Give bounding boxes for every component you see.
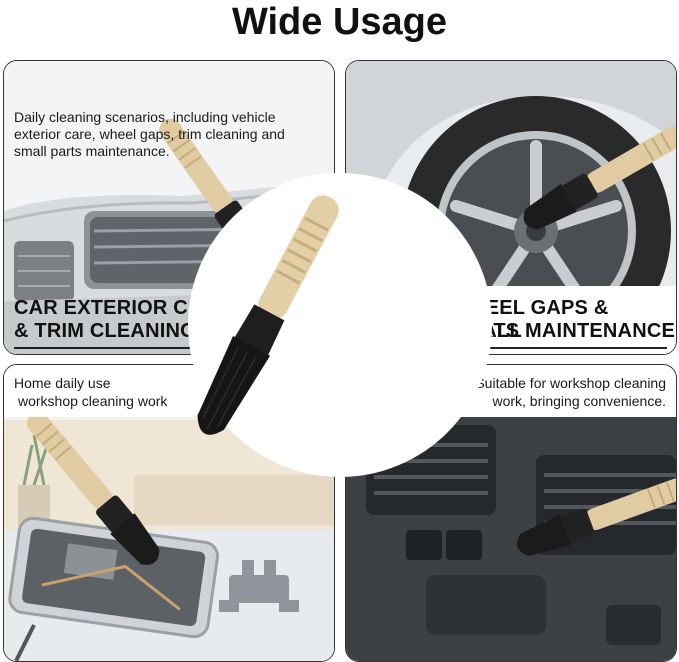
divider — [14, 347, 229, 349]
detailing-brush-icon — [197, 195, 339, 435]
panel-heading-line2: & TRIM CLEANING — [14, 320, 196, 342]
panel-description-line2: workshop cleaning work — [18, 393, 168, 409]
panel-description: Daily cleaning scenarios, including vehi… — [14, 109, 285, 159]
panel-heading-line1: CAR EXTERIOR CARE — [14, 297, 231, 319]
divider — [452, 347, 667, 349]
panel-description-line1: Suitable for workshop cleaning — [475, 375, 666, 391]
panel-home-use: Home daily use workshop cleaning work — [3, 364, 335, 662]
panel-description-line1: Home daily use — [14, 375, 111, 391]
page-title: Wide Usage — [231, 1, 448, 43]
panel-wheel-gaps: WHEEL GAPS & SMALL PARTS MAINTENANCE — [345, 60, 677, 355]
wheel-icon — [346, 61, 676, 354]
panel-description-line2: work, bringing convenience. — [492, 393, 666, 409]
center-circle — [188, 173, 492, 477]
panel-heading-line2: PARTS MAINTENANCE — [452, 320, 676, 342]
